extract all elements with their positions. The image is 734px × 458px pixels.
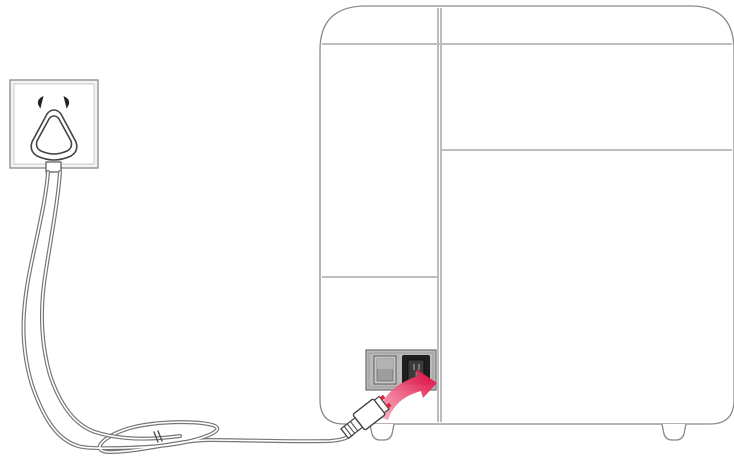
plug-icon — [30, 109, 78, 173]
curved-arrow-icon — [377, 369, 437, 420]
device-foot-right — [661, 423, 687, 441]
panel-seams — [322, 8, 732, 422]
rocker-switch-icon — [373, 355, 397, 385]
power-cable-upper — [39, 170, 182, 441]
socket-hole-left — [37, 95, 44, 109]
cable-icon — [21, 170, 354, 455]
device-foot-left — [369, 423, 395, 441]
device-rear-panel — [319, 5, 734, 441]
iec-plug-icon — [340, 394, 392, 440]
power-cable — [21, 170, 354, 455]
socket-hole-right — [63, 95, 70, 109]
cable-tie — [153, 430, 163, 443]
wall-outlet-icon — [9, 79, 99, 173]
